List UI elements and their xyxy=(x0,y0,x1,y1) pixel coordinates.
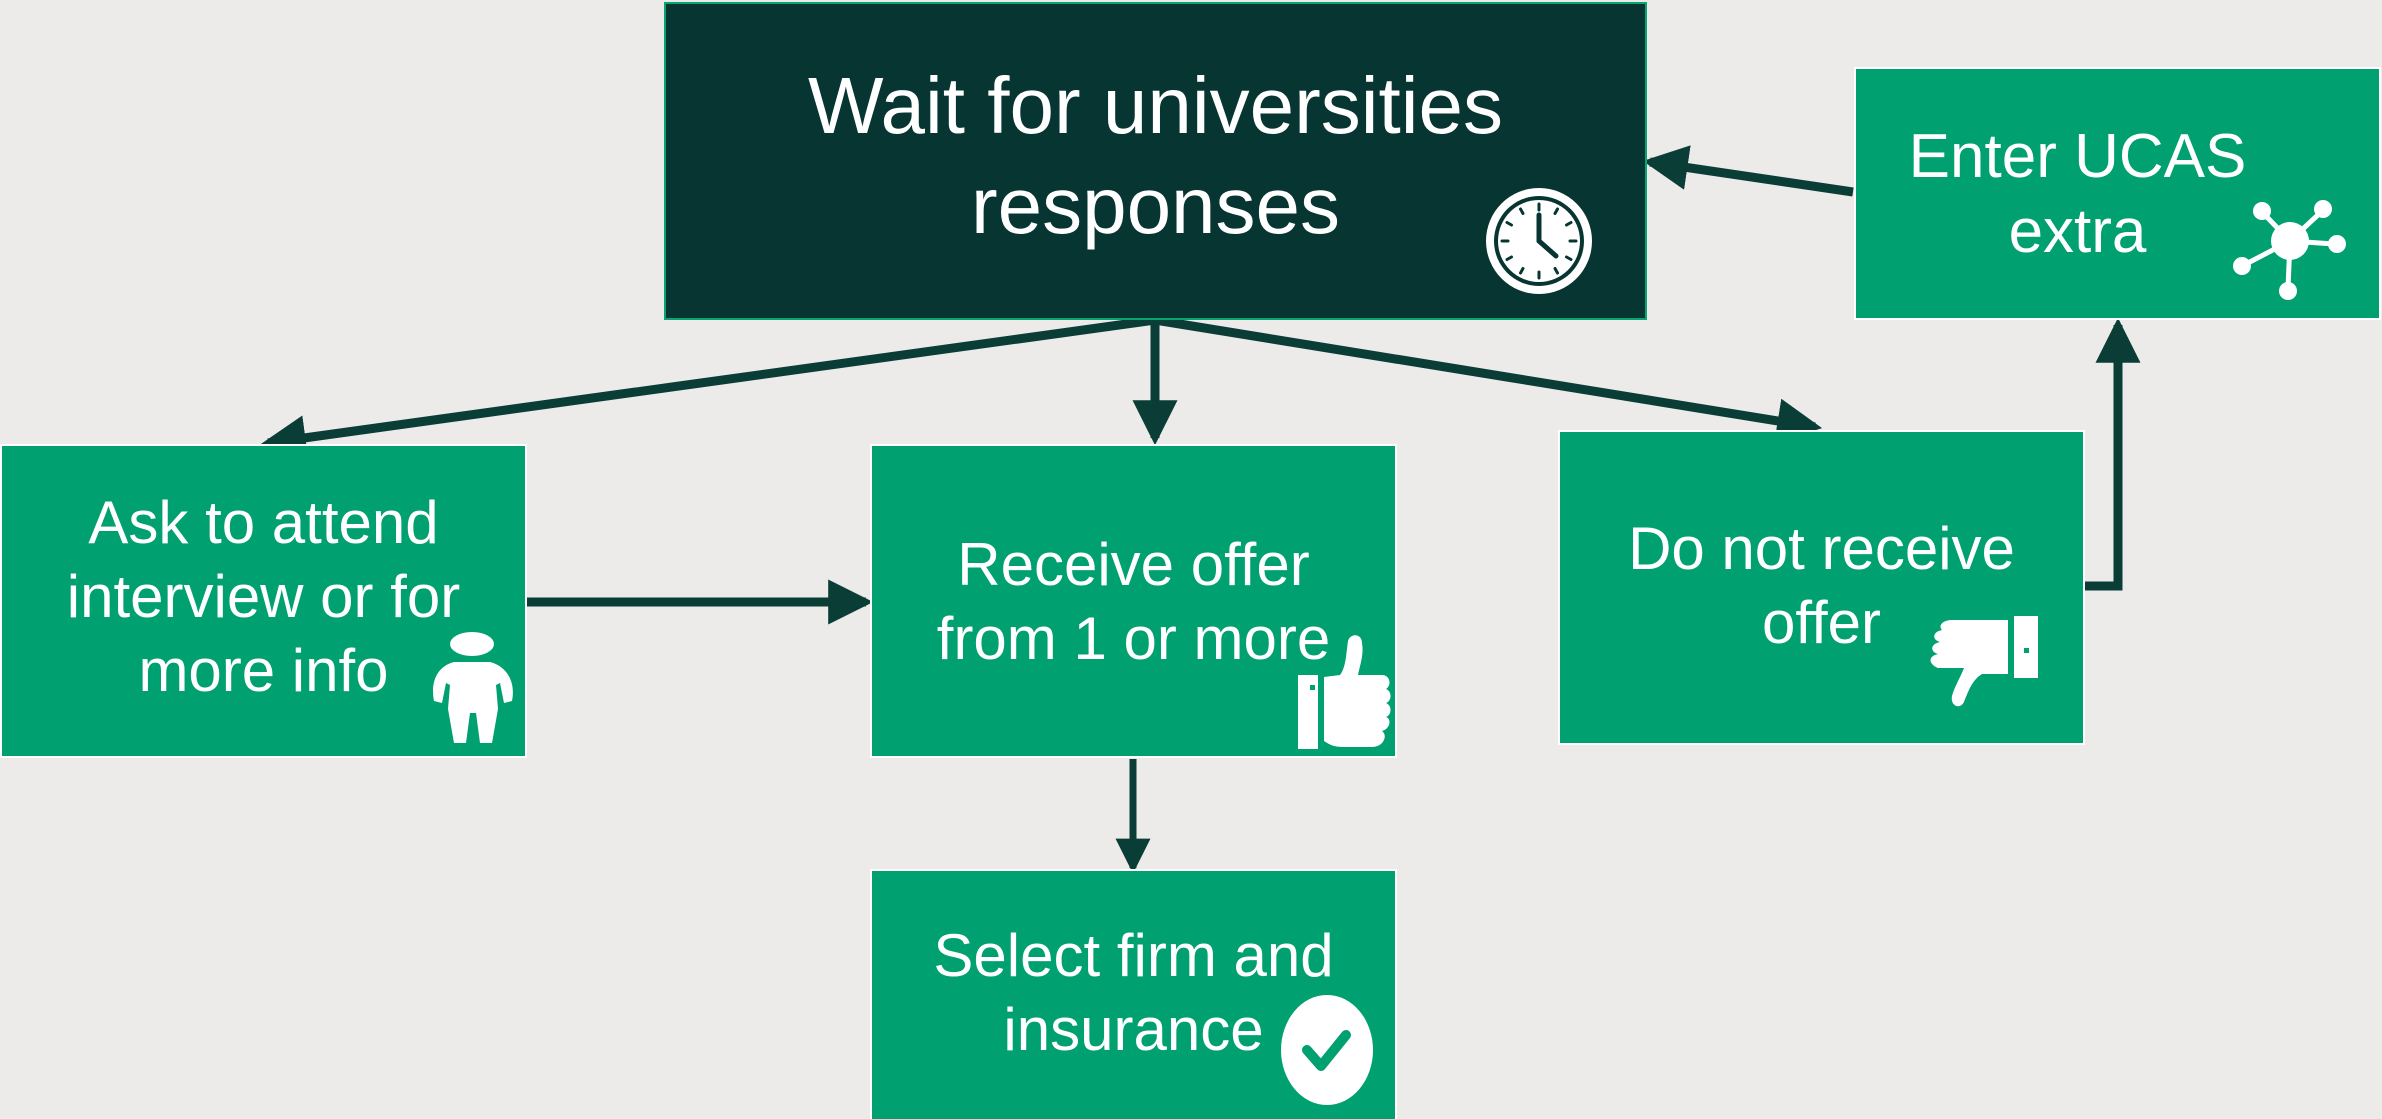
thumbs-down-icon xyxy=(1930,616,2038,707)
clock-icon xyxy=(1486,188,1592,294)
node-offer-label: Receive offer from 1 or more xyxy=(936,531,1331,672)
edge-wait-to-no-offer xyxy=(1154,315,1823,444)
thumbs-up-icon xyxy=(1298,635,1391,749)
edge-no-offer-to-ucas-extra xyxy=(2084,317,2141,591)
node-ask-interview: Ask to attend interview or for more info xyxy=(0,444,527,758)
node-interview-label: Ask to attend interview or for more info xyxy=(66,489,461,704)
node-wait-label: Wait for universities responses xyxy=(808,61,1503,250)
node-wait-for-responses: Wait for universities responses xyxy=(664,2,1647,320)
node-enter-ucas-extra: Enter UCAS extra xyxy=(1854,67,2381,320)
edge-wait-to-interview xyxy=(260,315,1156,461)
node-receive-offer: Receive offer from 1 or more xyxy=(870,444,1397,758)
node-select-firm: Select firm and insurance xyxy=(870,869,1397,1119)
checkmark-icon xyxy=(1281,995,1373,1105)
node-ucas-extra-label: Enter UCAS extra xyxy=(1908,122,2247,266)
node-select-label: Select firm and insurance xyxy=(933,922,1334,1063)
network-icon xyxy=(2233,200,2346,300)
node-no-offer: Do not receive offer xyxy=(1558,430,2085,745)
edge-ucas-extra-to-wait xyxy=(1642,145,1854,197)
person-icon xyxy=(432,632,513,743)
node-no-offer-label: Do not receive offer xyxy=(1628,515,2015,656)
